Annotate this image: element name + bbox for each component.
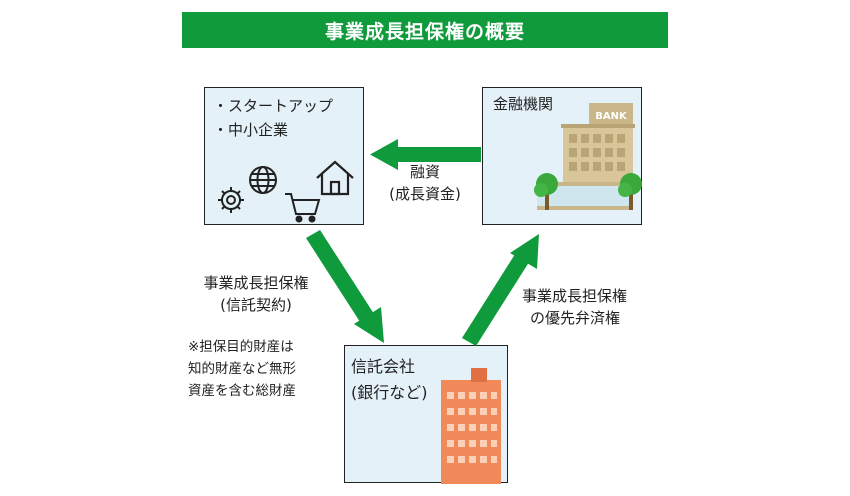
gear-icon [218, 187, 244, 213]
trust-contract-label: 事業成長担保権 (信託契約) [186, 272, 326, 316]
note-line: 資産を含む総財産 [188, 383, 296, 399]
startup-icons [218, 160, 354, 223]
sme-label: ・中小企業 [213, 121, 289, 139]
loan-arrow [370, 139, 481, 170]
diagram-title: 事業成長担保権の概要 [182, 12, 668, 48]
loan-label-line1: 融資 [409, 163, 440, 181]
priority-line1: 事業成長担保権 [522, 287, 628, 305]
bank-sign: BANK [595, 111, 628, 122]
trust-labels: 信託会社 (銀行など) [351, 354, 428, 406]
globe-icon [249, 166, 277, 194]
bank-building-icon: BANK [534, 103, 642, 210]
collateral-note: ※担保目的財産は 知的財産など無形 資産を含む総財産 [188, 336, 340, 402]
trust-building-icon [441, 368, 501, 484]
note-line: ※担保目的財産は [188, 339, 294, 355]
shopping-cart-icon [285, 193, 321, 223]
trust-company-sublabel: (銀行など) [351, 383, 428, 402]
loan-label: 融資 (成長資金) [370, 161, 480, 205]
bank-box: 金融機関 BANK [482, 87, 642, 225]
bank-title: 金融機関 [493, 95, 554, 113]
startup-box: ・スタートアップ ・中小企業 [204, 87, 364, 225]
priority-label: 事業成長担保権 の優先弁済権 [522, 285, 672, 329]
house-icon [316, 160, 354, 196]
startup-label: ・スタートアップ [213, 97, 334, 115]
trust-contract-arrow [306, 230, 384, 343]
tree-icon [618, 173, 642, 210]
priority-line2: の優先弁済権 [530, 309, 621, 327]
trust-company-label: 信託会社 [351, 357, 416, 376]
tree-icon [534, 173, 558, 210]
loan-label-line2: (成長資金) [389, 185, 461, 203]
trust-company-box: 信託会社 (銀行など) [344, 345, 508, 484]
trust-contract-line1: 事業成長担保権 [203, 274, 309, 292]
startup-labels: ・スタートアップ ・中小企業 [213, 94, 333, 142]
trust-contract-line2: (信託契約) [220, 296, 292, 314]
priority-arrow [462, 234, 539, 346]
note-line: 知的財産など無形 [188, 361, 296, 377]
